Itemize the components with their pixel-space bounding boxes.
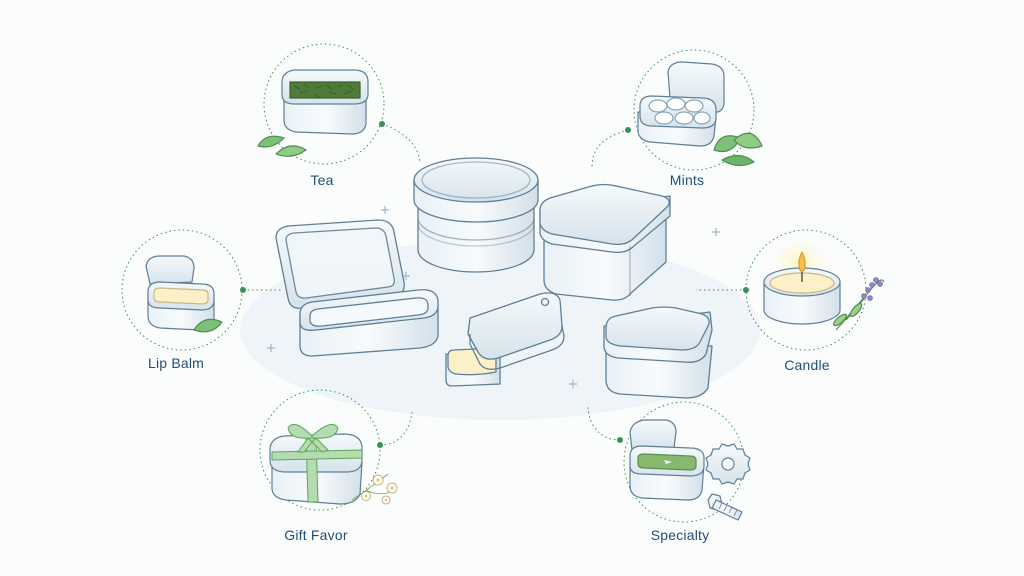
lip-balm-illustration: [145, 255, 223, 333]
connector-gift: [379, 411, 413, 446]
small-square-tin-illustration: [603, 306, 713, 399]
gift-circle: [259, 389, 381, 511]
slide-tin-illustration: [445, 292, 565, 387]
label-specialty: Specialty: [650, 527, 710, 543]
mints-circle: [633, 49, 755, 171]
label-gift-favor: Gift Favor: [284, 527, 348, 543]
label-tea: Tea: [310, 172, 334, 188]
label-lip-balm: Lip Balm: [147, 355, 205, 371]
connectors: [243, 123, 746, 446]
gift-favor-illustration: [269, 423, 398, 505]
connector-specialty: [587, 404, 621, 441]
hinged-tin-illustration: [275, 219, 439, 357]
connector-dots: [240, 121, 749, 448]
mints-illustration: [637, 61, 763, 167]
gear-icon: [705, 443, 751, 485]
bolt-icon: [707, 493, 743, 521]
square-tin-illustration: [539, 183, 671, 301]
connector-mints: [591, 129, 629, 169]
label-mints: Mints: [669, 172, 705, 188]
lip-balm-circle: [121, 229, 243, 351]
candle-illustration: [763, 240, 885, 331]
label-candle: Candle: [784, 357, 830, 373]
specialty-illustration: [629, 419, 751, 521]
center-tins: [275, 157, 713, 399]
round-screw-tin-illustration: [413, 157, 539, 273]
tea-illustration: [257, 69, 369, 157]
connector-tea: [381, 123, 421, 163]
tea-circle: [263, 43, 385, 165]
